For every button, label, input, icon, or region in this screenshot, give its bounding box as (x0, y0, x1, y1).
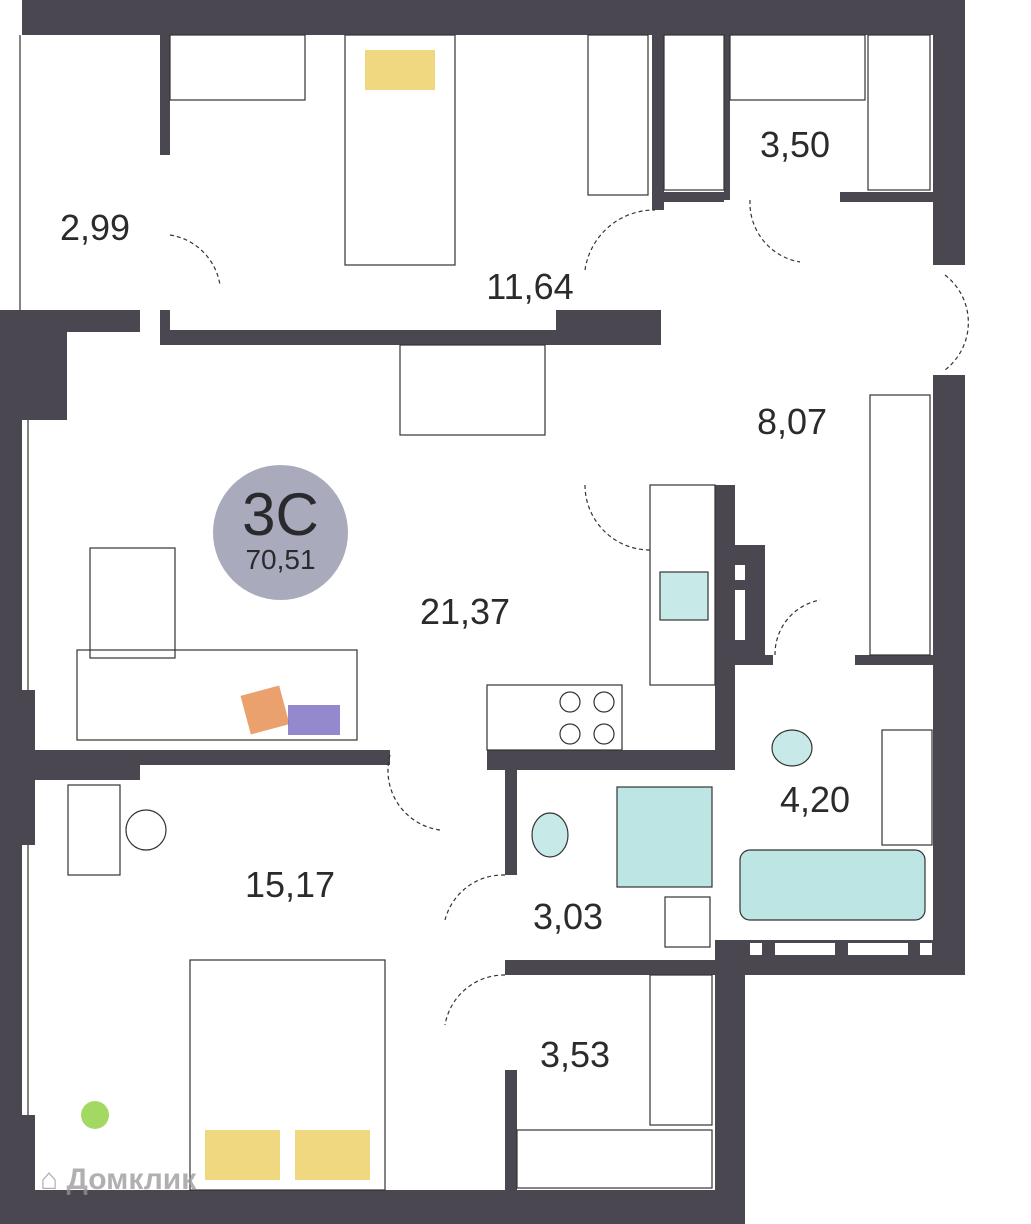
pillow (295, 1130, 370, 1180)
room-area-bathroom: 4,20 (779, 779, 851, 820)
room-area-balcony: 2,99 (59, 207, 131, 248)
room-area-wardrobe-top: 3,50 (759, 124, 831, 165)
room-area-wardrobe-bottom: 3,53 (539, 1034, 611, 1075)
apartment-type: 3С (242, 481, 319, 548)
furniture (19, 34, 969, 1191)
watermark: ⌂ Домклик (40, 1163, 197, 1196)
watermark-text: Домклик (66, 1163, 197, 1196)
room-area-living-kitchen: 21,37 (419, 591, 511, 632)
pillow (205, 1130, 280, 1180)
room-area-bedroom-master: 15,17 (244, 864, 336, 905)
cushion (240, 685, 290, 735)
room-area-bedroom-small: 11,64 (486, 266, 574, 307)
window-openings (22, 420, 932, 1115)
cushion (288, 705, 340, 735)
plant-icon (81, 1101, 109, 1129)
room-area-hallway: 8,07 (756, 401, 828, 442)
pillow (365, 50, 435, 90)
room-area-toilet: 3,03 (532, 896, 604, 937)
apartment-total-area: 70,51 (245, 544, 316, 575)
apartment-badge: 3С 70,51 (213, 465, 348, 600)
